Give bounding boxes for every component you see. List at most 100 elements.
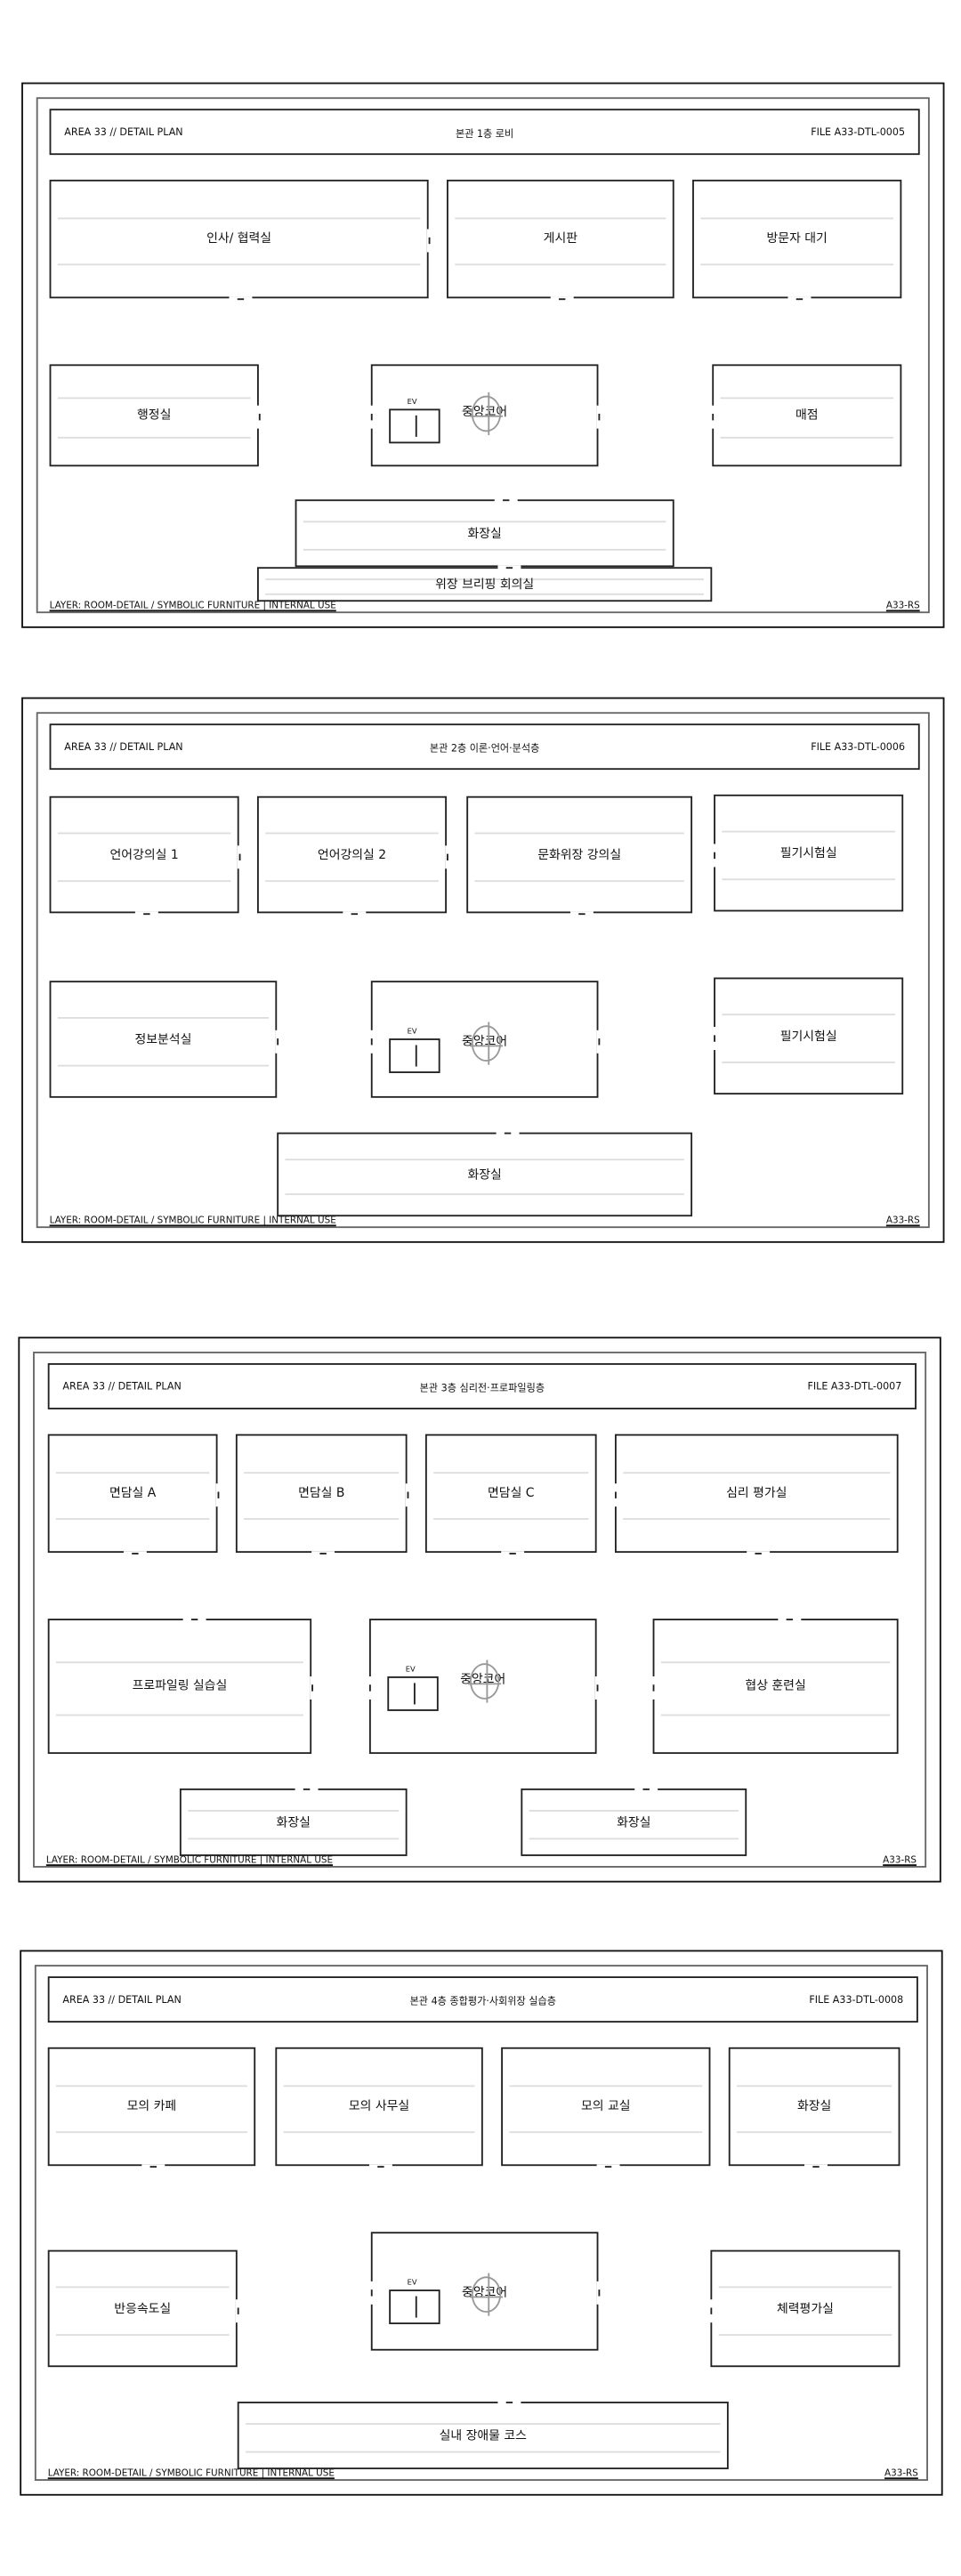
room[interactable]: 언어강의실 2 <box>256 795 450 917</box>
furniture-line <box>57 437 251 440</box>
door-icon <box>182 1617 206 1622</box>
furniture-line <box>57 216 421 219</box>
room[interactable]: 모의 교실 <box>501 2047 711 2169</box>
room[interactable]: 필기시험실 <box>712 977 904 1095</box>
door-icon <box>708 2298 715 2322</box>
furniture-line <box>718 2286 892 2289</box>
room[interactable]: 체력평가실 <box>708 2249 900 2368</box>
furniture-line <box>244 1471 400 1474</box>
room-label: 화장실 <box>467 524 502 540</box>
room[interactable]: 심리 평가실 <box>613 1433 899 1556</box>
furniture-line <box>246 2423 721 2426</box>
furniture-line <box>55 1471 210 1474</box>
area-label: AREA 33 // DETAIL PLAN <box>62 1380 182 1393</box>
room[interactable]: 매점 <box>710 364 902 467</box>
furniture-line <box>455 216 666 219</box>
room-label: 모의 카페 <box>126 2098 177 2113</box>
furniture-line <box>660 1715 891 1717</box>
room[interactable]: 위장 브리핑 회의실 <box>256 565 713 602</box>
room-label: 언어강의실 2 <box>317 846 387 861</box>
room[interactable]: 화장실 <box>521 1787 747 1856</box>
room[interactable]: 화장실 <box>295 497 674 568</box>
door-icon <box>310 1676 315 1700</box>
room[interactable]: 언어강의실 1 <box>49 795 243 917</box>
furniture-line <box>722 1013 895 1016</box>
furniture-line <box>474 879 684 882</box>
door-icon <box>368 2281 375 2305</box>
room[interactable]: 화장실 <box>277 1130 693 1217</box>
inner-frame <box>33 1352 927 1868</box>
furniture-line <box>509 2132 703 2134</box>
room[interactable]: 필기시험실 <box>712 794 904 912</box>
door-icon <box>367 1676 373 1700</box>
door-icon <box>123 1551 146 1556</box>
room[interactable]: 모의 사무실 <box>275 2047 483 2169</box>
room[interactable]: 방문자 대기 <box>692 179 902 303</box>
room-label: 협상 훈련실 <box>745 1677 806 1693</box>
door-icon <box>215 1483 222 1507</box>
room[interactable]: 모의 카페 <box>47 2047 256 2169</box>
door-icon <box>501 1551 525 1556</box>
furniture-line <box>529 1837 739 1839</box>
furniture-line <box>283 2084 475 2087</box>
elevator-icon <box>389 1038 440 1073</box>
room[interactable]: 면담실 C <box>424 1433 597 1556</box>
door-icon <box>550 296 574 303</box>
door-icon <box>493 497 517 504</box>
room[interactable]: 게시판 <box>447 179 674 303</box>
sheet-code: A33-RS <box>885 602 920 612</box>
furniture-line <box>55 2132 247 2134</box>
furniture-line <box>57 264 421 266</box>
room-label: 화장실 <box>467 1166 502 1182</box>
room[interactable]: 화장실 <box>179 1787 408 1856</box>
furniture-line <box>722 1061 895 1063</box>
room-label: 필기시험실 <box>779 844 837 860</box>
elevator-label: EV <box>407 1028 417 1038</box>
room[interactable]: 면담실 B <box>235 1433 411 1556</box>
door-icon <box>594 1676 601 1700</box>
furniture-line <box>722 831 895 834</box>
room[interactable]: 실내 장애물 코스 <box>237 2400 729 2470</box>
room-label: 심리 평가실 <box>726 1485 787 1500</box>
layer-note: LAYER: ROOM-DETAIL / SYMBOLIC FURNITURE … <box>49 1216 336 1227</box>
room[interactable]: 정보분석실 <box>49 981 280 1098</box>
room[interactable]: 문화위장 강의실 <box>466 795 693 917</box>
room[interactable]: 면담실 A <box>47 1433 222 1556</box>
furniture-line <box>55 1518 210 1521</box>
room[interactable]: 화장실 <box>728 2047 900 2169</box>
room[interactable]: 행정실 <box>49 364 262 467</box>
room-label: 필기시험실 <box>779 1027 837 1043</box>
room[interactable]: 반응속도실 <box>47 2249 241 2368</box>
room[interactable]: 프로파일링 실습실 <box>47 1617 315 1755</box>
furniture-line <box>474 833 684 835</box>
room-label: 매점 <box>795 407 819 423</box>
door-icon <box>256 405 262 429</box>
room[interactable]: 협상 훈련실 <box>650 1617 899 1755</box>
room-label: 게시판 <box>543 230 578 246</box>
door-icon <box>596 1029 602 1053</box>
area-label: AREA 33 // DETAIL PLAN <box>64 740 183 753</box>
door-icon <box>295 1787 319 1792</box>
room[interactable]: 인사/ 협력실 <box>49 179 432 303</box>
door-icon <box>235 2298 241 2322</box>
furniture-line <box>433 1471 589 1474</box>
door-icon <box>634 1787 658 1792</box>
furniture-line <box>720 396 894 399</box>
furniture-line <box>57 879 231 882</box>
room-label: 체력평가실 <box>776 2300 834 2315</box>
furniture-line <box>285 1159 684 1161</box>
door-icon <box>495 1130 519 1136</box>
door-icon <box>497 565 521 570</box>
door-icon <box>710 405 715 429</box>
door-icon <box>368 405 375 429</box>
furniture-line <box>700 216 894 219</box>
furniture-line <box>509 2084 703 2087</box>
furniture-line <box>55 2333 230 2336</box>
crosshair-icon <box>469 2273 504 2316</box>
door-icon <box>595 2164 619 2169</box>
